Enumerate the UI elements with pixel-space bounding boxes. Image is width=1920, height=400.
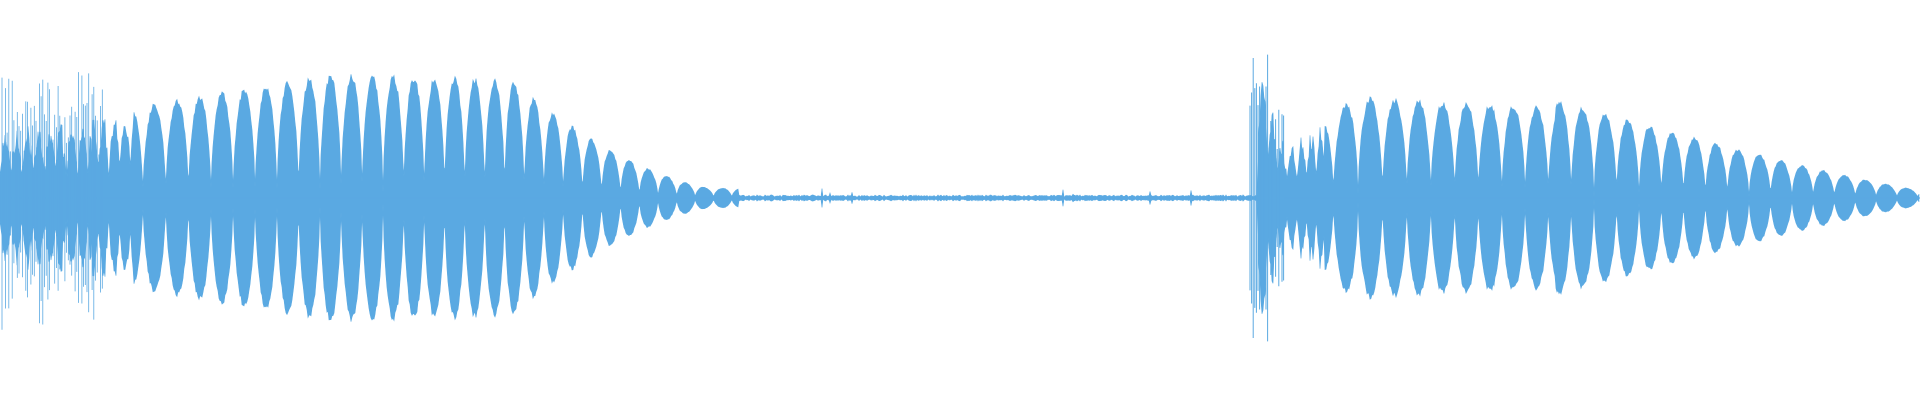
- waveform-trace: [0, 54, 1920, 342]
